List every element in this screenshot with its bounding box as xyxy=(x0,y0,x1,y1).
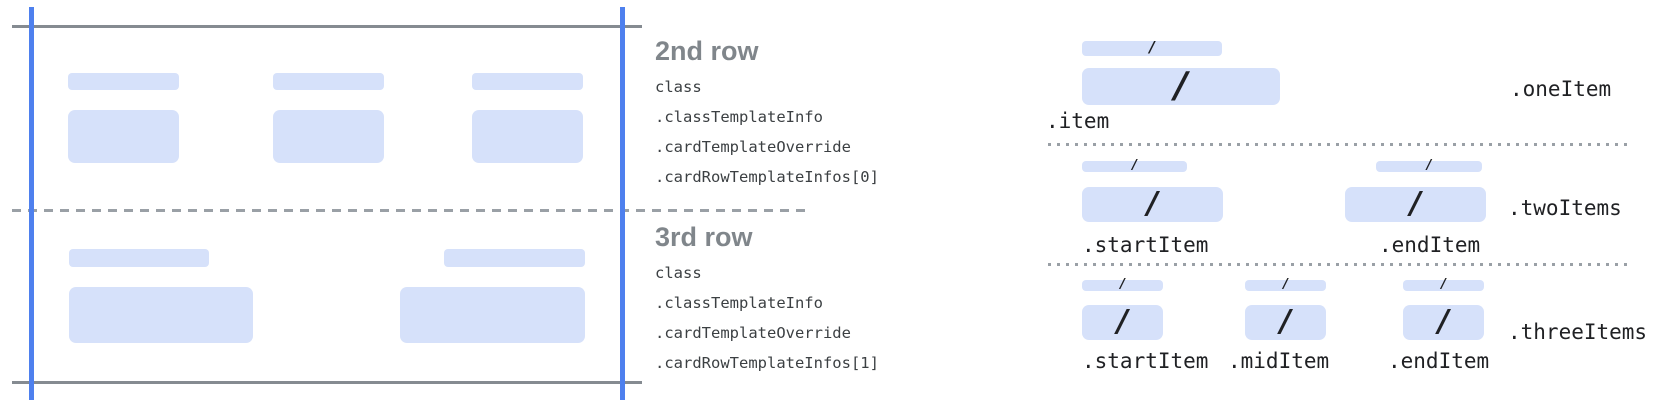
three-items-name-label: .threeItems xyxy=(1508,320,1648,344)
placeholder-body-bar xyxy=(400,287,585,343)
row2-title: 2nd row xyxy=(655,36,759,66)
placeholder-label-bar xyxy=(472,73,583,90)
code-line: .cardRowTemplateInfos[0] xyxy=(655,168,879,186)
placeholder-body-bar xyxy=(68,110,179,163)
slash-icon: / xyxy=(1426,158,1432,173)
item-body-placeholder: / xyxy=(1345,187,1486,222)
start-item-field-label: .startItem xyxy=(1082,349,1209,373)
placeholder-body-bar xyxy=(273,110,384,163)
code-line: .cardRowTemplateInfos[1] xyxy=(655,354,879,372)
one-item-name-label: .oneItem xyxy=(1510,77,1612,101)
slash-icon: / xyxy=(1117,303,1128,339)
row-divider-dashed-line xyxy=(12,209,810,212)
item-label-placeholder: / xyxy=(1082,158,1187,173)
placeholder-body-bar xyxy=(69,287,253,343)
item-label-placeholder: / xyxy=(1245,277,1326,292)
placeholder-label-bar xyxy=(273,73,384,90)
placeholder-label-bar xyxy=(444,249,585,267)
slash-icon: / xyxy=(1283,277,1288,292)
code-line: .classTemplateInfo xyxy=(655,294,823,312)
placeholder-body-bar xyxy=(472,110,583,163)
item-label-placeholder: / xyxy=(1376,158,1482,173)
card-bottom-edge-guide xyxy=(12,381,642,384)
placeholder-label-bar xyxy=(69,249,209,267)
layout-divider-dotted-line xyxy=(1048,143,1630,146)
code-line: class xyxy=(655,264,702,282)
end-item-field-label: .endItem xyxy=(1388,349,1490,373)
start-item-field-label: .startItem xyxy=(1082,233,1209,257)
item-body-placeholder: / xyxy=(1082,305,1163,340)
layout-divider-dotted-line xyxy=(1048,263,1630,266)
item-field-label: .item xyxy=(1046,109,1110,133)
slash-icon: / xyxy=(1441,277,1446,292)
code-line: .cardTemplateOverride xyxy=(655,324,851,342)
item-body-placeholder: / xyxy=(1245,305,1326,340)
code-line: class xyxy=(655,78,702,96)
slash-icon: / xyxy=(1149,38,1155,56)
slash-icon: / xyxy=(1280,303,1291,339)
code-line: .classTemplateInfo xyxy=(655,108,823,126)
card-top-edge-guide xyxy=(12,25,642,28)
row3-code-path: class .classTemplateInfo .cardTemplateOv… xyxy=(655,258,879,378)
slash-icon: / xyxy=(1132,158,1137,173)
slash-icon: / xyxy=(1438,303,1449,339)
end-item-field-label: .endItem xyxy=(1379,233,1481,257)
item-body-placeholder: / xyxy=(1082,64,1280,106)
two-items-name-label: .twoItems xyxy=(1508,196,1622,220)
slash-icon: / xyxy=(1410,185,1421,221)
card-right-edge-guide xyxy=(620,7,625,400)
item-label-placeholder: / xyxy=(1082,277,1163,292)
item-label-placeholder: / xyxy=(1082,38,1222,56)
slash-icon: / xyxy=(1147,185,1158,221)
item-label-placeholder: / xyxy=(1403,277,1484,292)
card-left-edge-guide xyxy=(29,7,34,400)
slash-icon: / xyxy=(1120,277,1125,292)
item-body-placeholder: / xyxy=(1403,305,1484,340)
mid-item-field-label: .midItem xyxy=(1228,349,1330,373)
code-line: .cardTemplateOverride xyxy=(655,138,851,156)
row3-title: 3rd row xyxy=(655,222,753,252)
slash-icon: / xyxy=(1174,64,1188,106)
row2-code-path: class .classTemplateInfo .cardTemplateOv… xyxy=(655,72,879,192)
placeholder-label-bar xyxy=(68,73,179,90)
item-body-placeholder: / xyxy=(1082,187,1223,222)
